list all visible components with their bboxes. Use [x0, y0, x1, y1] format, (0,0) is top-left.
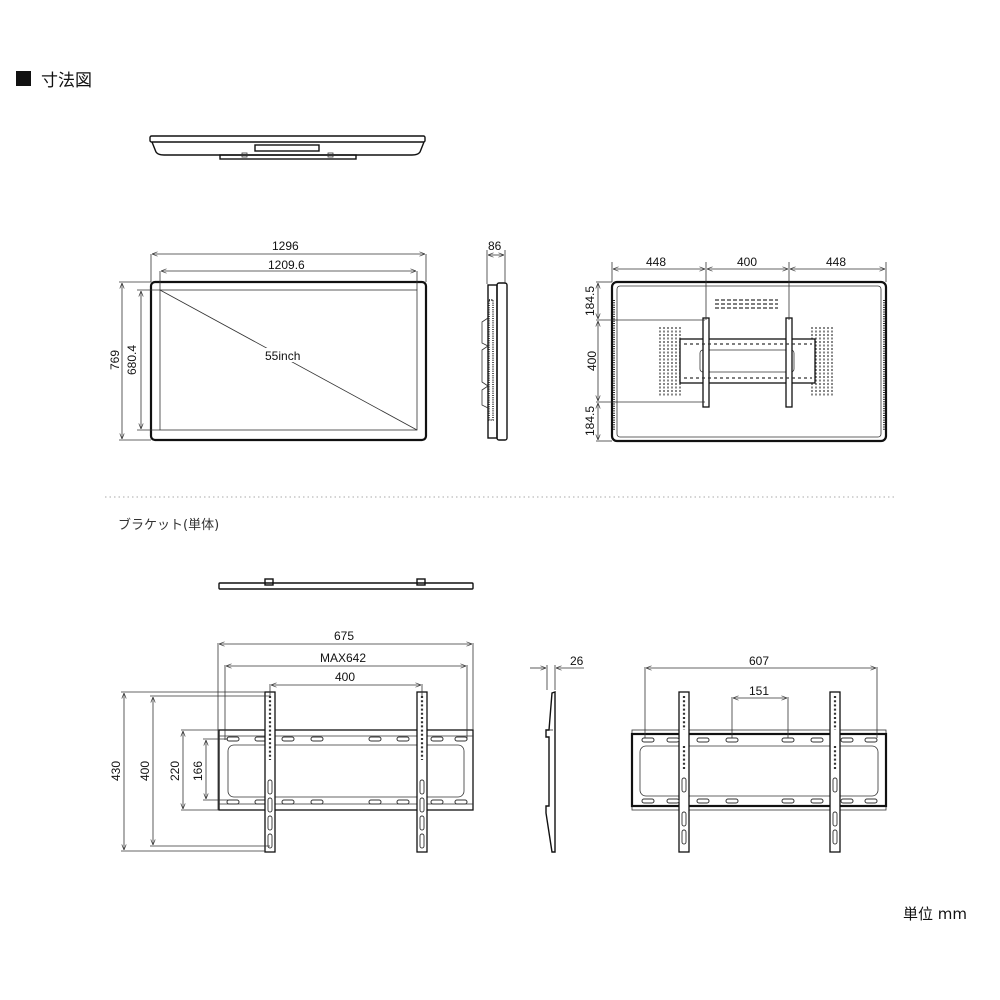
dim-bracket-plate-height: 220	[168, 760, 183, 782]
dim-rear-vesa-width: 400	[737, 255, 758, 269]
dim-rear-vesa-height: 400	[585, 350, 600, 372]
dim-tv-height-outer: 769	[108, 349, 123, 371]
bracket-front-view	[121, 643, 474, 853]
diagonal-size-label: 55inch	[265, 349, 301, 363]
page-title-text: 寸法図	[41, 71, 92, 91]
unit-label: 単位 mm	[903, 905, 967, 923]
dim-bracket-arm-spacing: 400	[335, 670, 356, 684]
bracket-rear-view	[630, 667, 888, 853]
dim-tv-width-outer: 1296	[272, 239, 299, 253]
dim-bracket-height-overall: 430	[109, 760, 124, 782]
dim-bracket-hole-pitch-rear: 151	[749, 684, 770, 698]
dim-bracket-max-pitch: MAX642	[320, 651, 367, 665]
bracket-top-view	[218, 578, 474, 590]
dim-tv-depth: 86	[488, 239, 502, 253]
page-title: 寸法図	[16, 66, 92, 91]
dim-bracket-hole-pitch: 166	[191, 760, 206, 782]
bracket-side-view	[530, 665, 584, 853]
dim-rear-top-offset: 184.5	[583, 285, 598, 317]
dim-tv-height-screen: 680.4	[125, 344, 140, 376]
dim-bracket-width-overall: 675	[334, 629, 355, 643]
dim-tv-width-screen: 1209.6	[268, 258, 305, 272]
dim-rear-right-offset: 448	[826, 255, 847, 269]
tv-front-view	[119, 254, 428, 442]
tv-top-view	[149, 135, 426, 160]
dim-bracket-arm-pitch: 400	[138, 760, 153, 782]
dim-bracket-depth: 26	[570, 654, 584, 668]
tv-rear-view	[596, 262, 888, 443]
dim-bracket-hole-span: 607	[749, 654, 770, 668]
dim-rear-left-offset: 448	[646, 255, 667, 269]
tv-side-view	[481, 250, 508, 441]
dim-rear-bottom-offset: 184.5	[583, 405, 598, 437]
square-bullet-icon	[16, 71, 31, 86]
bracket-section-label: ブラケット(単体)	[118, 518, 220, 533]
